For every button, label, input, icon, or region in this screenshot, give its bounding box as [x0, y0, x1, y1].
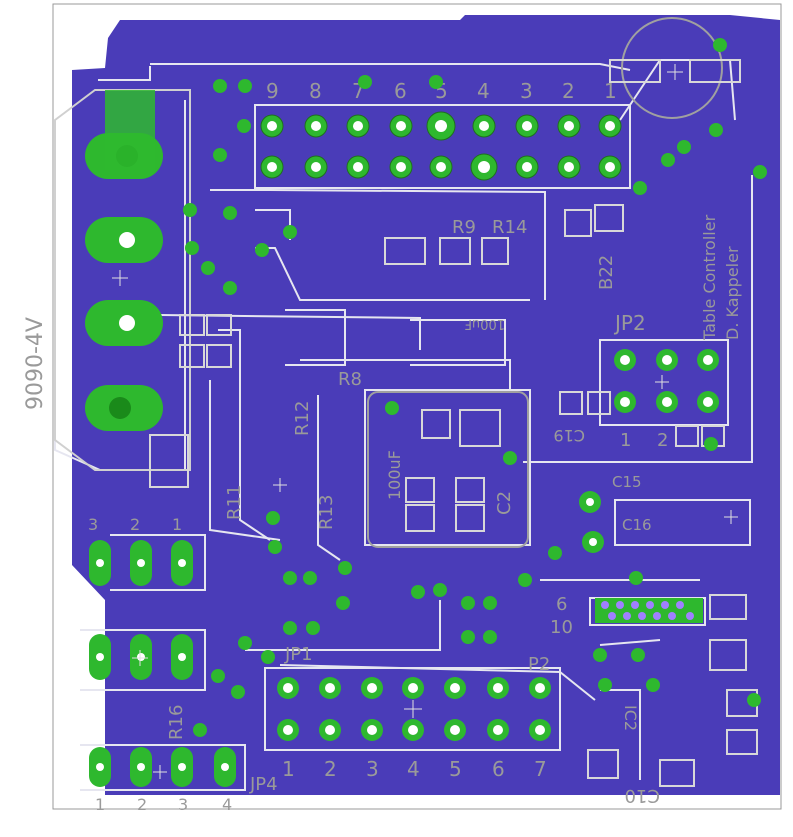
- top-pin-2: 2: [562, 79, 575, 103]
- conn-left-1: 1: [172, 515, 182, 534]
- left-connectors: 3 2 1 1 2 3 4 JP4: [88, 515, 278, 814]
- board-outline: [52, 3, 782, 810]
- label-r8: R8: [338, 369, 362, 390]
- jp4-pin-2: 2: [137, 795, 147, 814]
- bottom-pin-5: 5: [449, 757, 462, 781]
- label-r9: R9: [452, 217, 476, 238]
- bottom-pin-6: 6: [492, 757, 505, 781]
- bottom-pin-7: 7: [534, 757, 547, 781]
- label-jp1: JP1: [284, 644, 313, 665]
- jp4-label: JP4: [249, 774, 278, 795]
- smd-pads: [149, 59, 758, 787]
- jp4-pin-4: 4: [222, 795, 232, 814]
- label-r12: R12: [292, 401, 313, 436]
- label-ic2: IC2: [621, 705, 640, 731]
- label-c2: C2: [494, 491, 515, 515]
- label-b22: B22: [596, 255, 617, 290]
- jp2-pin-2: 2: [657, 430, 668, 451]
- label-p2: P2: [528, 654, 550, 675]
- label-r16: R16: [166, 705, 187, 740]
- ic-outline: [367, 391, 529, 548]
- bottom-header: 1 2 3 4 5 6 7: [277, 677, 551, 781]
- top-pin-1: 1: [604, 79, 617, 103]
- label-c15: C15: [612, 473, 642, 491]
- conn-left-2: 2: [130, 515, 140, 534]
- label-100uf-b: 100uF: [464, 316, 505, 331]
- top-pin-8: 8: [309, 79, 322, 103]
- label-pin-10: 10: [550, 617, 573, 638]
- side-label: 9090-4V: [23, 317, 48, 410]
- label-r13: R13: [316, 495, 337, 530]
- top-header: 9 8 7 6 5 4 3 2 1: [260, 79, 622, 181]
- top-pin-4: 4: [477, 79, 490, 103]
- board-title: Table Controller D. Kappeler: [700, 214, 742, 341]
- label-100uf-a: 100uF: [385, 450, 404, 500]
- crystal-outline: [621, 17, 723, 119]
- power-connector: [54, 89, 191, 471]
- title-line1: Table Controller: [700, 214, 719, 341]
- bottom-pin-3: 3: [366, 757, 379, 781]
- top-pin-6: 6: [394, 79, 407, 103]
- top-pin-3: 3: [520, 79, 533, 103]
- via-holes: [586, 498, 597, 546]
- bottom-pin-2: 2: [324, 757, 337, 781]
- jp4-pin-3: 3: [178, 795, 188, 814]
- jp4-pin-1: 1: [95, 795, 105, 814]
- bottom-pin-4: 4: [407, 757, 420, 781]
- label-c16: C16: [622, 516, 652, 534]
- label-r14: R14: [492, 217, 527, 238]
- label-c10: C10: [625, 785, 660, 806]
- jp2-header: JP2 1 2: [613, 311, 719, 451]
- label-pin-6: 6: [556, 594, 567, 615]
- title-line2: D. Kappeler: [723, 246, 742, 340]
- top-pin-9: 9: [266, 79, 279, 103]
- silk-crosses: [112, 64, 738, 779]
- small-connector: [595, 598, 703, 623]
- bottom-pin-1: 1: [282, 757, 295, 781]
- label-c19: C19: [553, 426, 585, 445]
- jp2-pin-1: 1: [620, 430, 631, 451]
- jp2-label: JP2: [613, 311, 646, 335]
- label-r11: R11: [224, 485, 245, 520]
- conn-left-3: 3: [88, 515, 98, 534]
